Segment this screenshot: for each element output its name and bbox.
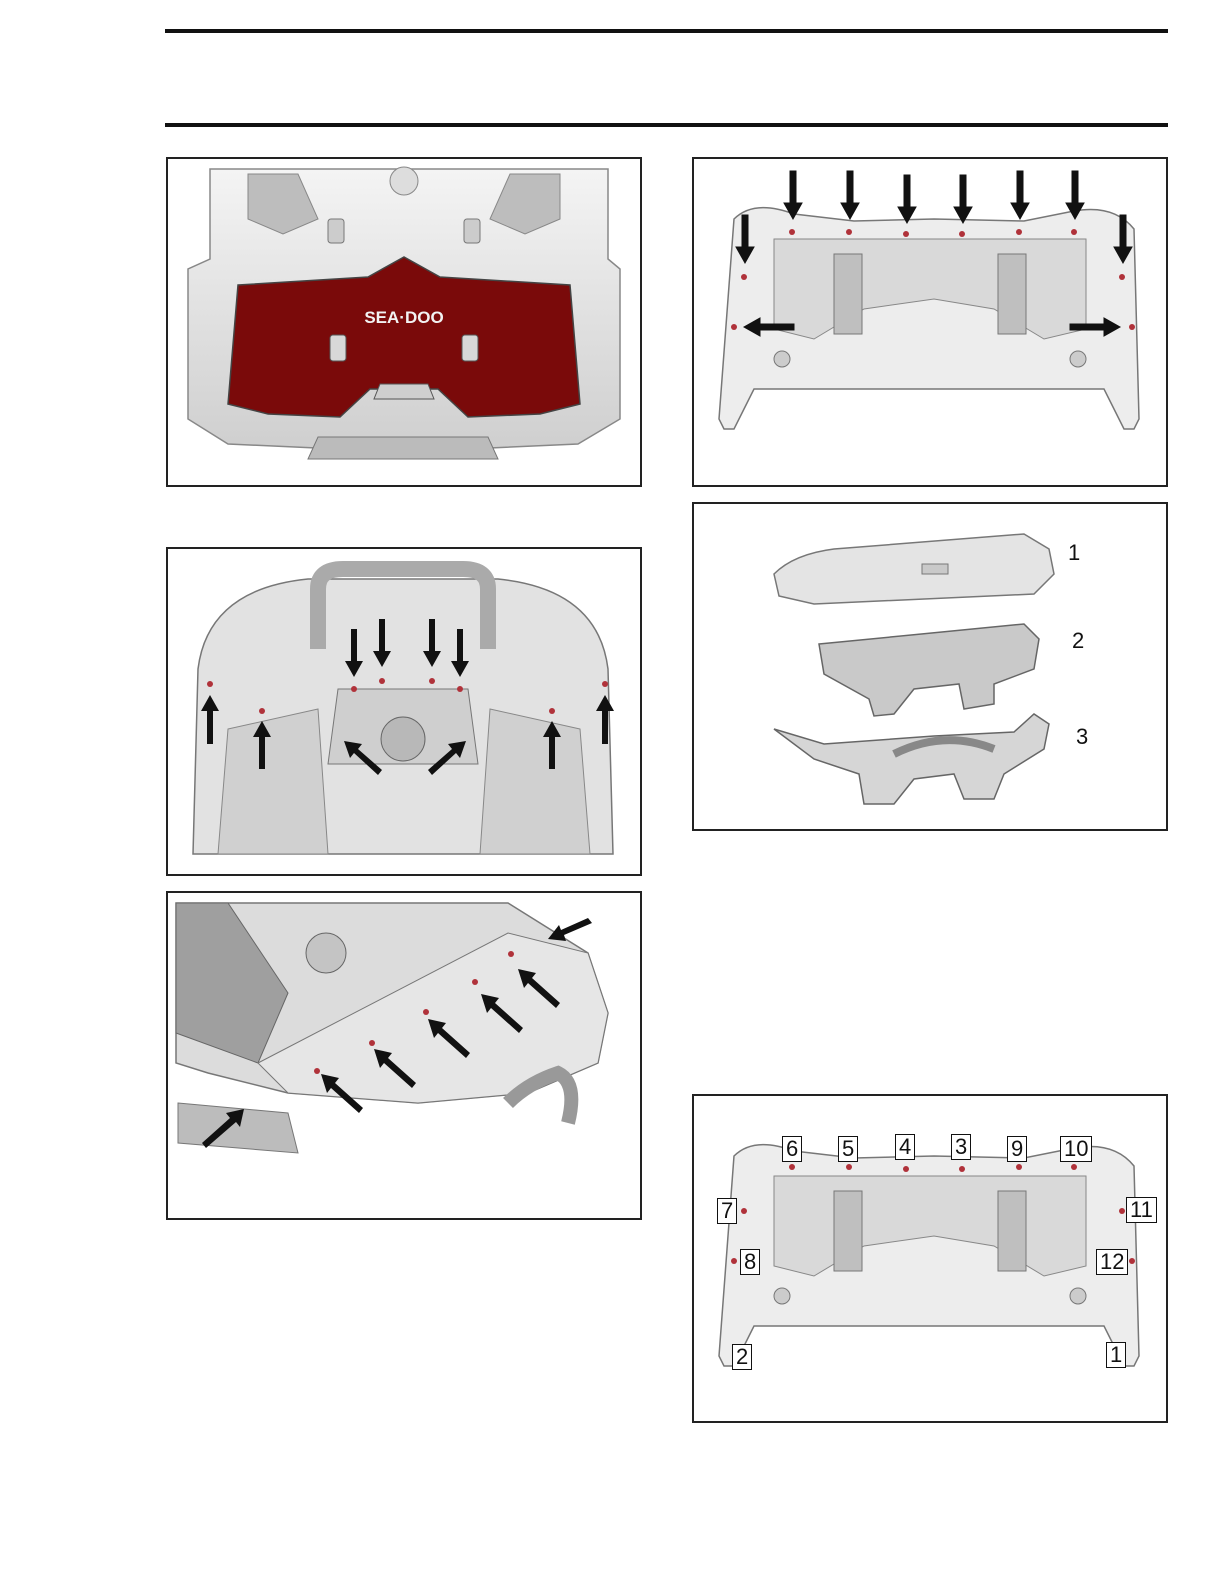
- figure-tightening-sequence: 6 5 4 3 9 10 7 11 8 12 2 1: [692, 1094, 1168, 1423]
- sequence-label-9: 9: [1007, 1136, 1027, 1162]
- header-bottom-rule: [165, 123, 1168, 127]
- exploded-components-illustration: [694, 504, 1166, 829]
- sequence-label-11: 11: [1126, 1197, 1157, 1223]
- angled-rear-illustration: [168, 893, 640, 1218]
- sea-doo-logo: SEA·DOO: [364, 308, 443, 327]
- perimeter-fastener-illustration: [694, 159, 1166, 485]
- sequence-label-7: 7: [717, 1198, 737, 1224]
- header-top-rule: [165, 29, 1168, 33]
- figure-angled-rear-fasteners: [166, 891, 642, 1220]
- sequence-label-6: 6: [782, 1136, 802, 1162]
- sequence-label-10: 10: [1060, 1136, 1092, 1162]
- sequence-label-8: 8: [740, 1249, 760, 1275]
- sequence-label-12: 12: [1096, 1249, 1128, 1275]
- sequence-label-4: 4: [895, 1134, 915, 1160]
- sequence-label-3: 3: [951, 1134, 971, 1160]
- figure-rear-handle-fasteners: [166, 547, 642, 876]
- rear-handle-illustration: [168, 549, 640, 874]
- figure-perimeter-fasteners: [692, 157, 1168, 487]
- sequence-label-5: 5: [838, 1136, 858, 1162]
- figure-rear-platform-top: SEA·DOO: [166, 157, 642, 487]
- callout-1: 1: [1068, 542, 1080, 564]
- rear-platform-illustration: SEA·DOO: [168, 159, 640, 485]
- figure-exploded-view: 1 2 3: [692, 502, 1168, 831]
- callout-2: 2: [1072, 630, 1084, 652]
- sequence-label-2: 2: [732, 1344, 752, 1370]
- callout-3: 3: [1076, 726, 1088, 748]
- sequence-label-1: 1: [1106, 1342, 1126, 1368]
